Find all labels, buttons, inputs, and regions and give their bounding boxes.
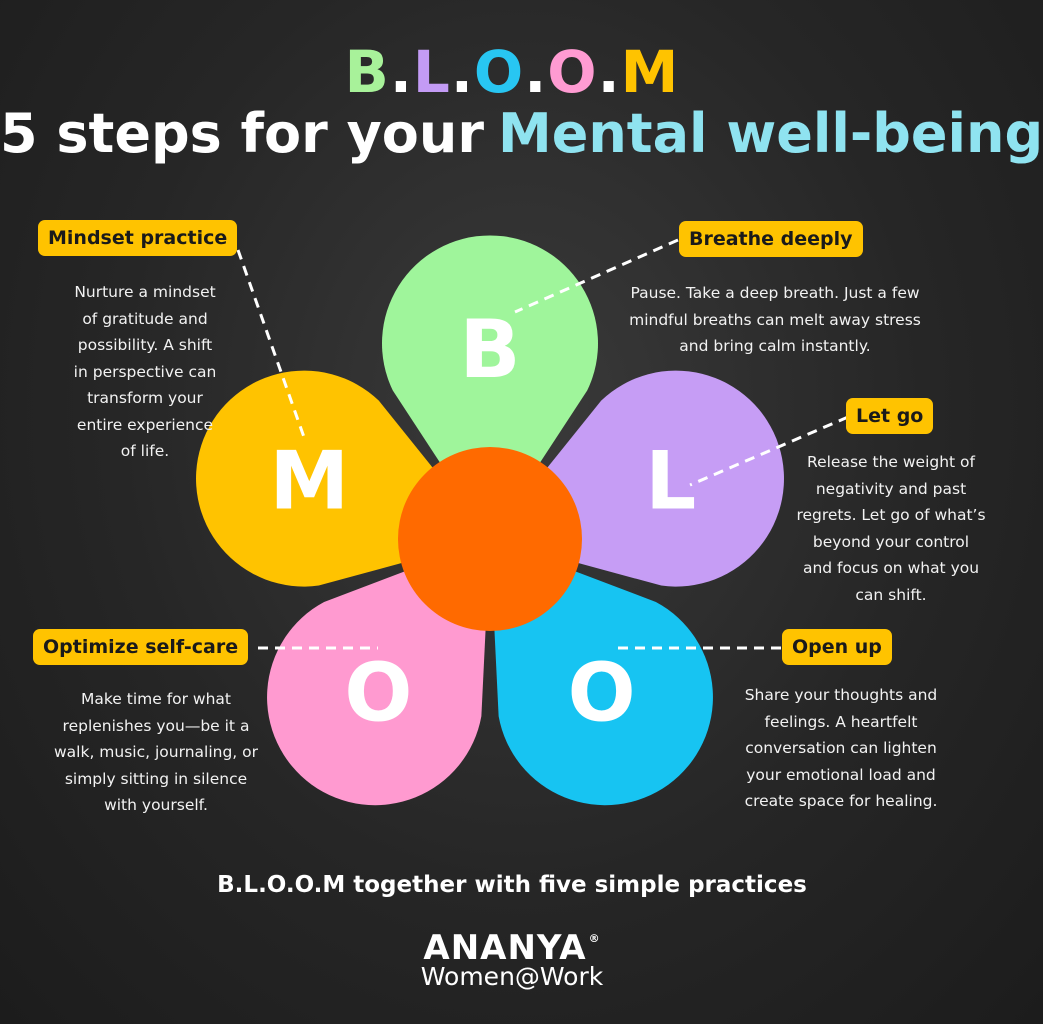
acronym-letter: O <box>547 38 598 106</box>
tag-optimize-self-care: Optimize self-care <box>33 629 249 665</box>
description-self-care: Make time for what replenishes you—be it… <box>53 690 258 814</box>
acronym-letter: M <box>620 38 680 106</box>
tag-mindset-practice: Mindset practice <box>38 220 238 256</box>
petal-letter-breathe: B <box>460 303 521 396</box>
footer-tagline: B.L.O.O.M together with five simple prac… <box>217 872 807 898</box>
petal-letter-mindset: M <box>269 434 349 527</box>
acronym-letter: . <box>450 38 474 106</box>
brand-subtitle: Women@Work <box>420 962 604 991</box>
headline-main: 5 steps for your <box>0 102 484 165</box>
petal-letter-selfcare: O <box>344 647 412 740</box>
acronym-letter: B <box>344 38 390 106</box>
acronym-letter: . <box>597 38 621 106</box>
petal-letter-letgo: L <box>645 434 696 527</box>
tag-breathe-deeply: Breathe deeply <box>679 221 863 257</box>
flower-center <box>398 447 582 631</box>
acronym-letter: O <box>473 38 525 106</box>
description-breathe: Pause. Take a deep breath. Just a few mi… <box>629 284 921 355</box>
petal-breathe <box>382 235 598 539</box>
brand-name: ANANYA <box>423 928 587 968</box>
connector-lines <box>236 238 849 650</box>
acronym-letter: . <box>524 38 548 106</box>
description-let-go: Release the weight of negativity and pas… <box>796 453 986 604</box>
acronym-letter: L <box>412 38 451 106</box>
description-open-up: Share your thoughts and feelings. A hear… <box>744 686 938 810</box>
connector-breathe <box>514 238 679 314</box>
acronym-letter: . <box>389 38 413 106</box>
description-mindset: Nurture a mindset of gratitude and possi… <box>73 283 217 460</box>
acronym-title: B.L.O.O.M <box>0 38 1024 106</box>
tag-open-up: Open up <box>782 629 892 665</box>
petal-letter-openup: O <box>568 647 636 740</box>
registered-mark: ® <box>588 932 601 945</box>
headline-accent: Mental well-being <box>497 102 1043 165</box>
brand-logo: ANANYA® <box>0 928 1024 968</box>
connector-letgo <box>689 415 849 487</box>
tag-let-go: Let go <box>846 398 934 434</box>
